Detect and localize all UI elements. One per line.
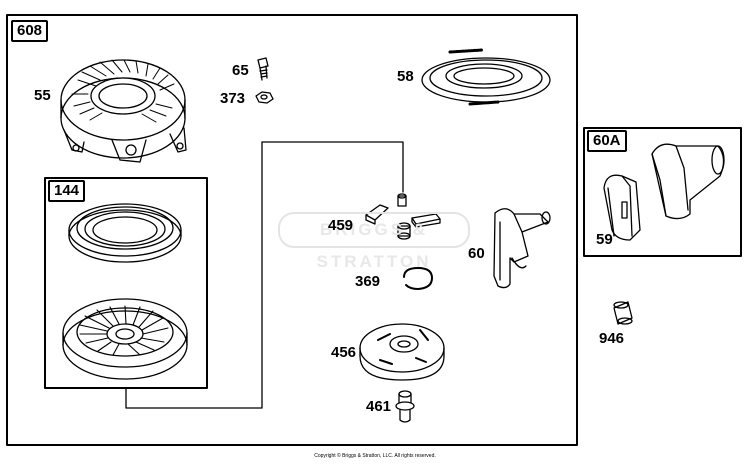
part-label-369: 369 [355, 273, 381, 290]
handle-kit-frame [583, 127, 742, 257]
connector-line [125, 141, 404, 409]
sleeve-drawing [613, 301, 633, 325]
nut-drawing [255, 91, 274, 104]
handle-insert-drawing [603, 174, 641, 241]
main-frame [6, 14, 578, 446]
part-label-60: 60 [468, 245, 485, 262]
screw-drawing [257, 57, 269, 81]
part-label-58: 58 [397, 68, 414, 85]
part-label-456: 456 [331, 344, 357, 361]
part-label-459: 459 [328, 217, 354, 234]
part-label-55: 55 [34, 87, 51, 104]
part-label-59: 59 [596, 231, 613, 248]
part-label-65: 65 [232, 62, 249, 79]
ratchet-drawing [359, 323, 445, 381]
part-label-461: 461 [366, 398, 392, 415]
brand-watermark: BRIGGS & STRATTON [278, 212, 470, 271]
part-label-373: 373 [220, 90, 246, 107]
copyright-notice: Copyright © Briggs & Stratton, LLC. All … [314, 453, 436, 459]
rewind-spring-drawing [68, 203, 182, 263]
blower-housing-drawing [60, 59, 187, 163]
rope-drawing [421, 48, 551, 106]
group-label-handle-kit: 60A [587, 130, 627, 152]
group-label-rewind: 144 [48, 180, 86, 202]
starter-handle-drawing [493, 208, 551, 289]
handle-grip-drawing [651, 143, 725, 220]
rewind-pulley-drawing [62, 298, 188, 380]
part-label-946: 946 [599, 330, 625, 347]
group-label-main: 608 [11, 20, 49, 42]
retainer-ring-drawing [403, 267, 433, 290]
shoulder-screw-drawing [395, 390, 415, 423]
